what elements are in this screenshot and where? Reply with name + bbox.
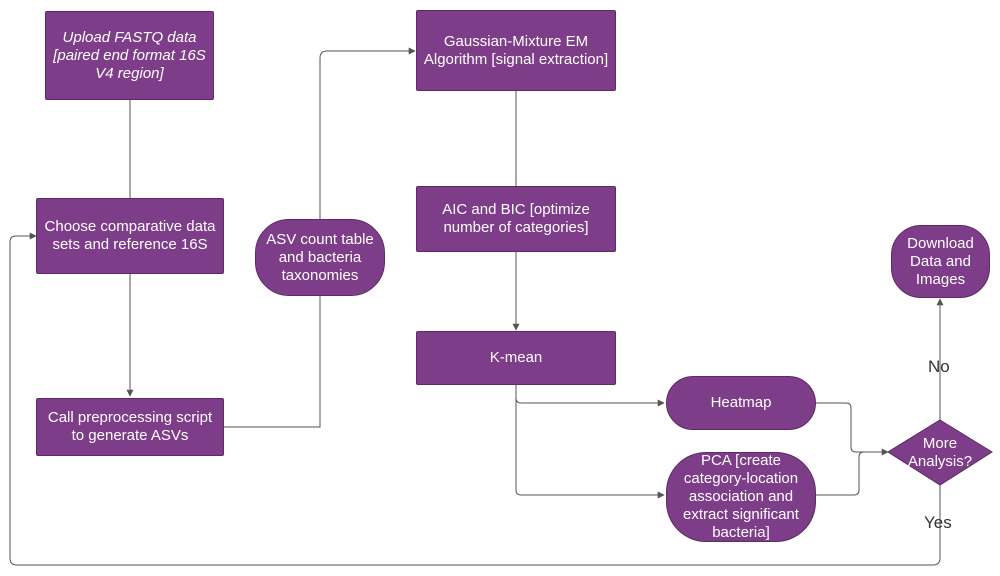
- node-k-mean: K-mean: [416, 331, 616, 385]
- node-asv-table: ASV count table and bacteria taxonomies: [255, 219, 385, 296]
- node-k-mean-text: K-mean: [489, 349, 543, 366]
- node-choose-datasets: Choose comparative data sets and referen…: [36, 198, 224, 274]
- node-more-analysis-text: More Analysis?: [907, 435, 973, 470]
- edge-label-yes: Yes: [924, 513, 952, 532]
- node-asv-table-text: ASV count table and bacteria taxonomies: [266, 230, 374, 284]
- node-gaussian-mixture: Gaussian-Mixture EM Algorithm [signal ex…: [416, 10, 616, 91]
- node-preprocessing: Call preprocessing script to generate AS…: [36, 398, 224, 456]
- node-download: Download Data and Images: [891, 225, 990, 298]
- node-choose-datasets-text: Choose comparative data sets and referen…: [44, 218, 216, 253]
- node-heatmap: Heatmap: [666, 376, 816, 430]
- node-upload-fastq-text: Upload FASTQ data [paired end format 16S…: [53, 28, 206, 82]
- decision-diamond-shape: [887, 419, 993, 486]
- node-more-analysis: More Analysis?: [888, 420, 992, 486]
- node-pca-text: PCA [create category-location associatio…: [683, 452, 799, 541]
- node-download-text: Download Data and Images: [907, 234, 974, 288]
- edge-heatmap-to-decision: [816, 402, 889, 456]
- edge-kmean-to-heatmap: [515, 385, 665, 407]
- node-aic-bic: AIC and BIC [optimize number of categori…: [416, 186, 616, 252]
- node-preprocessing-text: Call preprocessing script to generate AS…: [47, 409, 213, 444]
- node-aic-bic-text: AIC and BIC [optimize number of categori…: [442, 201, 590, 236]
- edge-kmean-to-pca: [515, 398, 665, 499]
- edge-decision-yes-to-choose: [9, 232, 941, 566]
- edge-pca-to-decision: [816, 451, 865, 496]
- edge-preprocess-to-asv: [223, 296, 321, 428]
- node-heatmap-text: Heatmap: [710, 394, 772, 411]
- node-gaussian-mixture-text: Gaussian-Mixture EM Algorithm [signal ex…: [423, 32, 609, 68]
- node-upload-fastq: Upload FASTQ data [paired end format 16S…: [45, 11, 214, 100]
- node-pca: PCA [create category-location associatio…: [666, 452, 816, 542]
- edge-asv-to-gmm: [319, 47, 416, 219]
- edge-label-no: No: [928, 357, 950, 376]
